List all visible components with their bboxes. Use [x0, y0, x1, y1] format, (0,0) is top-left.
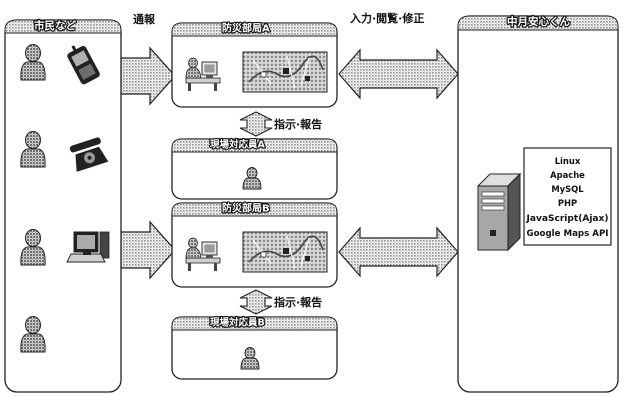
report-arrow-a: [120, 46, 176, 106]
computer-icon: [66, 231, 110, 263]
department-a-title: 防災部局A: [222, 21, 270, 34]
stack-item: Google Maps API: [527, 228, 609, 238]
department-b-title: 防災部局B: [222, 201, 270, 214]
map-screen-icon: [242, 51, 328, 93]
citizens-panel: 市民など: [4, 18, 122, 393]
server-panel-title: 中月安心くん: [507, 15, 570, 28]
input-view-edit-label: 入力·閲覧·修正: [350, 11, 424, 25]
stack-item: PHP: [558, 198, 577, 208]
stack-item: Linux: [555, 156, 581, 166]
server-tower-icon: [476, 172, 522, 252]
report-label: 通報: [133, 12, 156, 26]
department-panel-b: 防災部局B: [171, 200, 338, 288]
tech-stack-box: Linux Apache MySQL PHP JavaScript(Ajax) …: [523, 147, 612, 246]
report-arrow-b: [120, 220, 176, 280]
server-panel: 中月安心くん Linux Apache MySQL PHP JavaScript…: [457, 14, 619, 393]
department-panel-a: 防災部局A: [171, 20, 338, 108]
instruct-report-label-a: 指示·報告: [274, 117, 322, 131]
responder-panel-a: 現場対応員A: [171, 137, 338, 200]
map-screen-icon: [242, 231, 328, 273]
citizens-panel-title: 市民など: [34, 19, 76, 32]
stack-item: Apache: [550, 170, 585, 180]
input-view-edit-arrow-b: [338, 226, 459, 278]
instruct-report-arrow-a: [239, 111, 273, 137]
responder-a-title: 現場対応員A: [210, 138, 266, 150]
instruct-report-label-b: 指示·報告: [274, 295, 322, 309]
responder-panel-b: 現場対応員B: [171, 315, 338, 380]
responder-b-title: 現場対応員B: [210, 316, 265, 328]
mobile-phone-icon: [67, 45, 100, 85]
stack-item: MySQL: [551, 184, 584, 194]
input-view-edit-arrow-a: [338, 48, 459, 100]
stack-item: JavaScript(Ajax): [525, 213, 608, 223]
instruct-report-arrow-b: [239, 289, 273, 315]
desk-telephone-icon: [69, 137, 109, 172]
